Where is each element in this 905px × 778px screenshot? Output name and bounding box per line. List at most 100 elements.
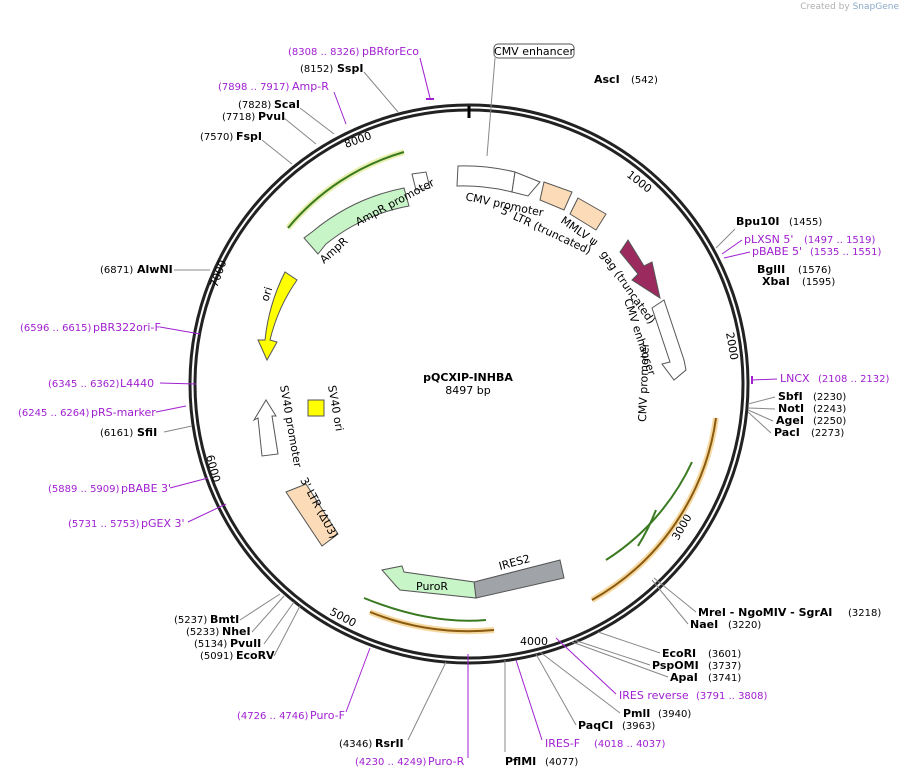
primer-pos: (1497 .. 1519) [804,235,876,246]
enzyme-name[interactable]: SspI [337,62,363,75]
enzyme-name[interactable]: SbfI [778,390,803,403]
sv40-promoter-label: SV40 promoter [277,384,304,469]
enzyme-name[interactable]: PmlI [623,707,650,720]
enzyme-pos: (1576) [798,265,831,276]
enzyme-name[interactable]: PvuII [230,637,261,650]
mmlv-feature[interactable] [569,197,607,231]
enzyme-leader [597,631,661,654]
enzyme-name[interactable]: NheI [222,625,251,638]
gag-feature[interactable] [619,239,661,300]
primer-name[interactable]: pBRforEco [362,45,419,58]
primer-pos: (5731 .. 5753) [68,519,140,530]
primer-pos: (2108 .. 2132) [818,374,890,385]
primer-leader [345,647,371,713]
enzyme-pos: (3601) [708,649,741,660]
ltr5-feature[interactable] [539,181,573,211]
ampr-feature[interactable] [303,187,410,255]
inhba-orf-highlight [590,417,719,603]
enzyme-name[interactable]: FspI [236,130,262,143]
enzyme-name[interactable]: RsrII [375,737,404,750]
enzyme-pos: (3737) [708,661,741,672]
enzyme-name[interactable]: SfiI [137,426,157,439]
enzyme-name[interactable]: BglII [757,263,785,276]
enzyme-leader [273,605,301,657]
enzyme-leader [407,661,447,741]
primer-name[interactable]: pBABE 5' [752,245,802,258]
enzyme-pos: (3220) [728,620,761,631]
primer-pos: (7898 .. 7917) [218,82,290,93]
primer-name[interactable]: IRES reverse [619,689,689,702]
primer-name[interactable]: pGEX 3' [141,517,185,530]
enzyme-leader [239,593,281,621]
enzyme-pos: (5091) [200,651,233,662]
enzyme-pos: (7718) [222,112,255,123]
primer-pos: (6245 .. 6264) [18,408,90,419]
enzyme-name[interactable]: ApaI [670,671,698,684]
enzyme-name[interactable]: BmtI [210,613,239,626]
primer-name[interactable]: pLXSN 5' [744,233,793,246]
ampr-promoter-feature[interactable] [411,171,431,191]
primer-name[interactable]: pRS-marker [91,406,156,419]
enzyme-name[interactable]: EcoRI [662,647,696,660]
primer-name[interactable]: pBABE 3' [121,482,171,495]
enzyme-name[interactable]: PflMI [505,755,536,768]
ori-feature[interactable] [257,271,298,362]
primer-name[interactable]: L4440 [120,377,154,390]
primer-leader [515,659,543,741]
cmv-enhancer-box [493,43,575,59]
puror-feature[interactable] [381,565,477,599]
enzyme-name[interactable]: XbaI [762,275,790,288]
enzyme-leader [535,653,577,726]
enzyme-leader [263,601,295,645]
primer-leader [159,326,201,335]
enzyme-leader [747,396,776,405]
enzyme-name[interactable]: NaeI [690,618,718,631]
enzyme-name[interactable]: PvuI [258,110,285,123]
enzyme-name[interactable]: PaqCI [578,719,613,732]
enzyme-pos: (6161) [100,428,133,439]
enzyme-name[interactable]: ScaI [274,98,300,111]
enzyme-name[interactable]: EcoRV [236,649,275,662]
primer-leader [169,477,209,489]
enzyme-name[interactable]: AscI [594,73,620,86]
enzyme-pos: (5237) [174,615,207,626]
enzyme-leader [571,641,669,678]
sv40-ori-feature[interactable] [307,399,325,417]
enzyme-name[interactable]: AgeI [776,414,804,427]
enzyme-pos: (7828) [238,100,271,111]
primer-name[interactable]: Puro-F [310,709,345,722]
puro-orf [363,597,487,622]
primer-name[interactable]: pBR322ori-F [93,321,161,334]
primer-name[interactable]: LNCX [780,372,810,385]
primer-pos: (4726 .. 4746) [237,711,309,722]
enzyme-pos: (7570) [200,132,233,143]
primer-name[interactable]: Puro-R [428,755,465,768]
enzyme-leader [539,651,621,714]
ori-label: ori [258,285,275,303]
primer-pos: (4230 .. 4249) [355,757,427,768]
primer-pos: (1535 .. 1551) [810,247,882,258]
enzyme-name[interactable]: AlwNI [137,263,173,276]
enzyme-name[interactable]: MreI - NgoMIV - SgrAI [698,606,832,619]
enzyme-pos: (2243) [813,404,846,415]
primer-leader [419,57,431,99]
ltr3-feature[interactable] [285,483,339,547]
enzyme-pos: (4077) [545,757,578,768]
credit-prefix: Created by [800,2,850,12]
enzyme-leader [299,107,335,135]
enzyme-name[interactable]: NotI [778,402,804,415]
enzyme-name[interactable]: Bpu10I [736,215,780,228]
cmv-enhancer2-feature[interactable] [651,299,687,381]
enzyme-leader [651,579,689,625]
primer-name[interactable]: IRES-F [545,737,580,750]
primer-name[interactable]: Amp-R [292,80,329,93]
enzyme-name[interactable]: PacI [774,426,800,439]
enzyme-name[interactable]: PspOMI [652,659,699,672]
sv40-promoter-feature[interactable] [252,399,279,457]
primer-leader [555,637,617,695]
enzyme-pos: (3940) [658,709,691,720]
enzyme-pos: (2230) [813,392,846,403]
cmv-promoter-feature[interactable] [456,165,516,193]
enzyme-pos: (8152) [300,64,333,75]
